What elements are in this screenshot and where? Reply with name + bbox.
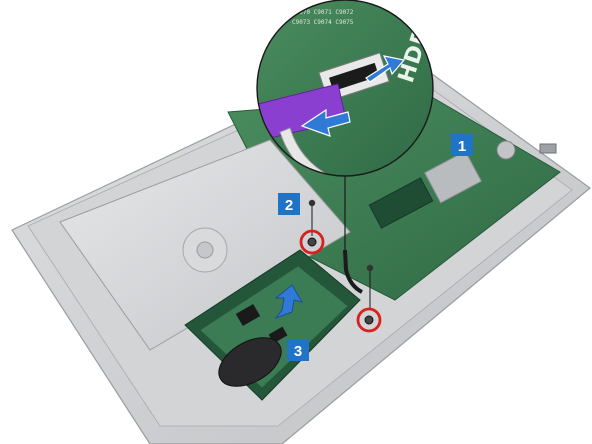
disconnect-arrow-icon <box>365 55 406 83</box>
screw-highlight-circle <box>356 307 382 333</box>
step-number: 2 <box>285 197 293 214</box>
heatsink <box>424 150 482 204</box>
screw-2 <box>356 307 382 333</box>
screw-1 <box>299 229 325 255</box>
screw-icon <box>364 315 374 325</box>
memory-module <box>368 177 434 229</box>
step-number: 1 <box>458 138 466 155</box>
lift-arrow-icon <box>274 284 304 320</box>
step-callout-1: 1 <box>451 134 473 156</box>
svg-text:C9073 C9074 C9075: C9073 C9074 C9075 <box>292 19 354 26</box>
pull-cable-arrow-icon <box>300 108 351 137</box>
coin-cell-battery <box>496 140 516 160</box>
step-number: 3 <box>294 343 302 360</box>
hard-drive-assembly <box>184 249 361 401</box>
screw-highlight-circle <box>299 229 325 255</box>
hard-drive-platter-cover <box>218 337 282 387</box>
connector-detail-inset: HDD C9070 C9071 C9072 C9073 C9074 C9075 <box>256 0 434 177</box>
lifted-screw-icon <box>308 199 316 207</box>
lifted-screw-icon <box>366 264 374 272</box>
step-callout-3: 3 <box>287 339 309 361</box>
svg-text:C9070 C9071 C9072: C9070 C9071 C9072 <box>292 9 354 16</box>
screw-icon <box>307 237 317 247</box>
usb-port <box>539 143 557 154</box>
hard-drive-cable <box>343 249 363 294</box>
step-callout-2: 2 <box>278 193 300 215</box>
optical-drive <box>59 139 351 351</box>
